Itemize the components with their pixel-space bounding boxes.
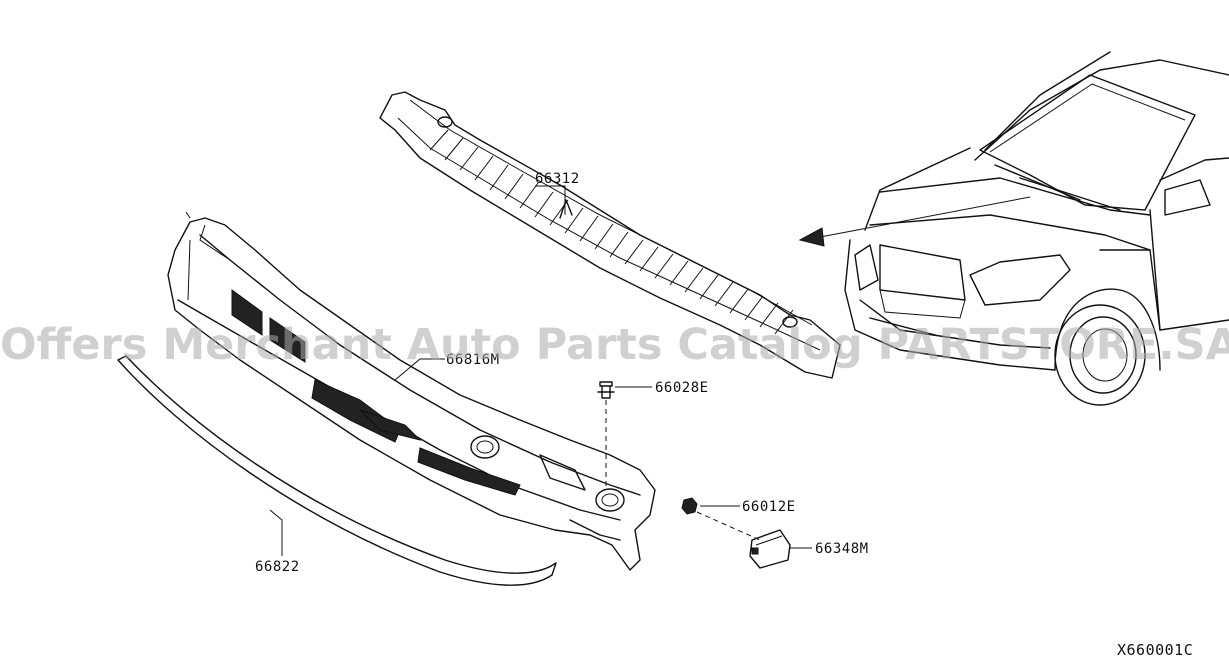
leader-lines bbox=[269, 185, 812, 556]
vehicle-illustration bbox=[798, 51, 1229, 406]
part-66816m-cowl-grille bbox=[167, 211, 656, 571]
part-66312-cowl-extension bbox=[379, 91, 841, 379]
label-66816m: 66816M bbox=[446, 352, 500, 368]
part-66028e-clip bbox=[597, 381, 615, 490]
part-66822-seal-strip bbox=[117, 355, 557, 586]
label-66028e: 66028E bbox=[655, 380, 709, 396]
label-66312: 66312 bbox=[535, 171, 580, 187]
part-66012e-nut bbox=[681, 497, 761, 541]
label-66348m: 66348M bbox=[815, 541, 869, 557]
label-66822: 66822 bbox=[255, 559, 300, 575]
label-66012e: 66012E bbox=[742, 499, 796, 515]
diagram-code: X660001C bbox=[1117, 641, 1193, 659]
part-66348m-bracket bbox=[749, 529, 791, 569]
